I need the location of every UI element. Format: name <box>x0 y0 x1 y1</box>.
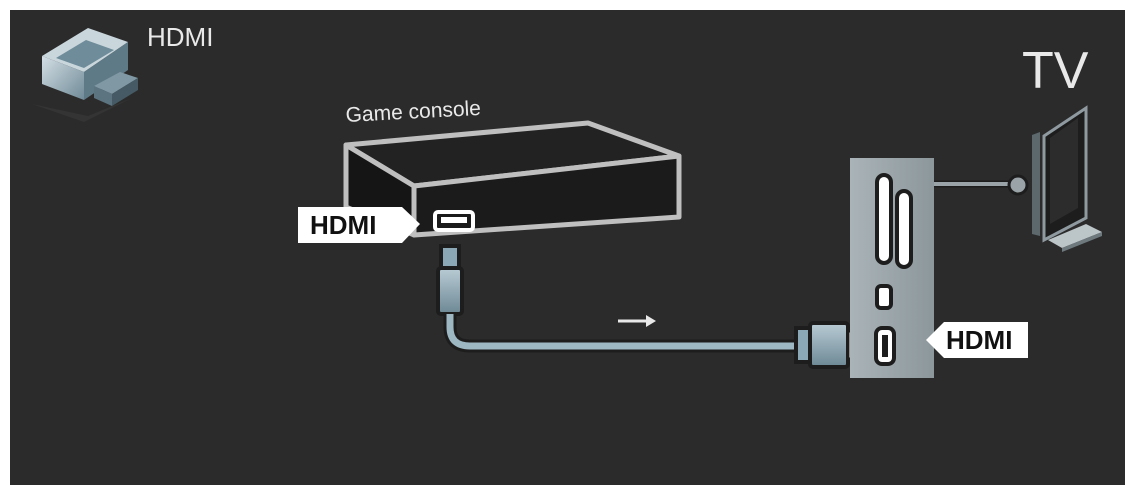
tv-title-label: TV <box>1022 42 1089 100</box>
panel-to-tv-link <box>934 174 1029 196</box>
connector-type-label: HDMI <box>147 22 213 52</box>
console-hdmi-tag-text: HDMI <box>310 210 376 240</box>
tv-icon <box>1032 105 1102 252</box>
tv-hdmi-tag: HDMI <box>926 322 1028 358</box>
tv-hdmi-port <box>874 326 896 366</box>
right-arrow-icon <box>618 315 656 327</box>
console-hdmi-tag: HDMI <box>298 207 420 243</box>
console-hdmi-port <box>433 210 475 232</box>
hdmi-plug-icon <box>32 28 138 122</box>
diagram-background <box>10 10 1125 485</box>
connection-diagram: HDMI TV Game console HDMI <box>10 10 1125 485</box>
tv-hdmi-tag-text: HDMI <box>946 325 1012 355</box>
